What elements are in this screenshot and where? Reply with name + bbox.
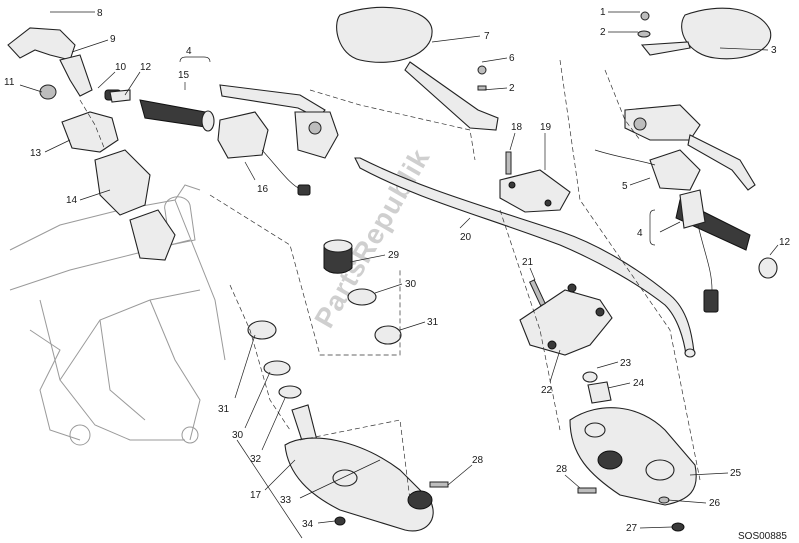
callout-4-right: 4 bbox=[637, 228, 643, 239]
callout-14: 14 bbox=[66, 195, 78, 206]
callout-31-right: 31 bbox=[427, 317, 439, 328]
rubber-23 bbox=[582, 371, 598, 383]
ignition-switch bbox=[323, 239, 353, 274]
callout-6: 6 bbox=[509, 53, 515, 64]
callout-25: 25 bbox=[730, 468, 742, 479]
left-switch-assembly bbox=[7, 27, 176, 261]
clutch-lever bbox=[219, 84, 339, 159]
throttle-grip bbox=[675, 189, 778, 313]
callout-4-left: 4 bbox=[186, 46, 192, 57]
callout-17: 17 bbox=[250, 490, 262, 501]
callout-20: 20 bbox=[460, 232, 472, 243]
assembly-lines bbox=[79, 59, 701, 501]
callout-8: 8 bbox=[97, 8, 103, 19]
callout-32: 32 bbox=[250, 454, 262, 465]
lower-triple-clamp bbox=[284, 404, 434, 532]
bracket-17 bbox=[236, 439, 303, 539]
spacer-24 bbox=[587, 381, 612, 404]
bracket-4-right bbox=[649, 209, 656, 246]
callout-21: 21 bbox=[522, 257, 534, 268]
callout-10: 10 bbox=[115, 62, 127, 73]
callout-28-left: 28 bbox=[472, 455, 484, 466]
callout-28-right: 28 bbox=[556, 464, 568, 475]
callout-12-right: 12 bbox=[779, 237, 791, 248]
nut-34 bbox=[334, 516, 346, 526]
leader-lines bbox=[19, 11, 779, 529]
callout-18: 18 bbox=[511, 122, 523, 133]
callout-29: 29 bbox=[388, 250, 400, 261]
callout-11: 11 bbox=[4, 77, 15, 88]
washer-26 bbox=[658, 496, 670, 504]
callout-26: 26 bbox=[709, 498, 721, 509]
handlebar bbox=[354, 157, 696, 358]
callout-16: 16 bbox=[257, 184, 269, 195]
washer-32 bbox=[278, 385, 302, 399]
left-grip bbox=[139, 99, 215, 132]
callout-12-left: 12 bbox=[140, 62, 152, 73]
callout-34: 34 bbox=[302, 519, 314, 530]
nut-27 bbox=[671, 522, 685, 532]
callout-30-right: 30 bbox=[405, 279, 417, 290]
callout-1: 1 bbox=[600, 7, 606, 18]
callout-30-left: 30 bbox=[232, 430, 244, 441]
callout-2-left: 2 bbox=[509, 83, 515, 94]
washer-30b bbox=[263, 360, 291, 376]
callout-labels: 8 9 11 10 12 4 15 13 14 16 7 6 2 18 19 2… bbox=[4, 7, 791, 534]
callout-24: 24 bbox=[633, 378, 645, 389]
callout-15: 15 bbox=[178, 70, 190, 81]
bolt-28a bbox=[429, 481, 449, 488]
callout-19: 19 bbox=[540, 122, 552, 133]
upper-triple-clamp bbox=[569, 407, 697, 506]
ring-31 bbox=[374, 325, 402, 345]
callout-2-right: 2 bbox=[600, 27, 606, 38]
callout-31-left: 31 bbox=[218, 404, 230, 415]
brake-lever bbox=[624, 104, 756, 191]
handlebar-clamp bbox=[499, 169, 571, 213]
callout-22: 22 bbox=[541, 385, 553, 396]
right-switch-block bbox=[594, 149, 701, 191]
bracket-4-left bbox=[179, 56, 211, 63]
callout-27: 27 bbox=[626, 523, 638, 534]
bolt-28b bbox=[577, 487, 597, 494]
callout-9: 9 bbox=[110, 34, 116, 45]
callout-7: 7 bbox=[484, 31, 490, 42]
callout-33: 33 bbox=[280, 495, 292, 506]
frame-outline bbox=[9, 184, 226, 446]
ring-30 bbox=[347, 288, 377, 306]
handlebar-riser bbox=[519, 279, 613, 356]
bolt-18 bbox=[505, 151, 512, 175]
reference-code: SOS00885 bbox=[738, 531, 787, 542]
callout-3: 3 bbox=[771, 45, 777, 56]
left-mirror bbox=[336, 6, 499, 131]
callout-23: 23 bbox=[620, 358, 632, 369]
right-mirror bbox=[637, 7, 772, 60]
callout-13: 13 bbox=[30, 148, 42, 159]
nut-31b bbox=[247, 320, 277, 340]
left-switch-block bbox=[217, 111, 311, 196]
callout-5: 5 bbox=[622, 181, 628, 192]
